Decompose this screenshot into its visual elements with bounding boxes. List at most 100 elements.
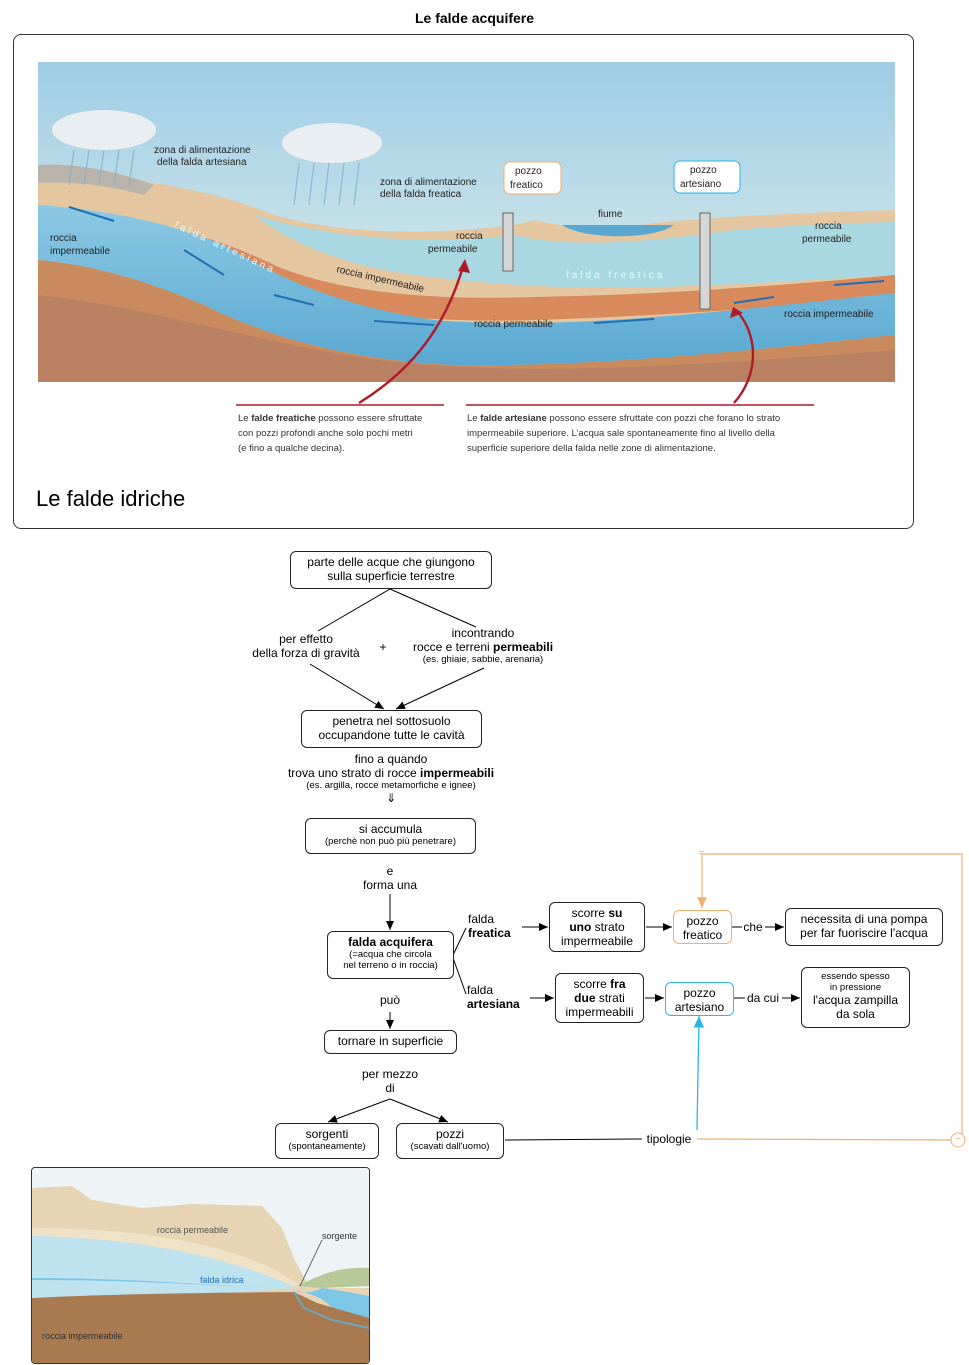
note-right-line2: impermeabile superiore. L’acqua sale spo… bbox=[467, 428, 776, 439]
label-zona-artesiana-2: della falda artesiana bbox=[157, 157, 247, 168]
node-pozzi: pozzi (scavati dall'uomo) bbox=[396, 1123, 504, 1159]
note-right-line1: Le falde artesiane possono essere sfrutt… bbox=[467, 413, 780, 424]
label-falda-artesiana: falda artesiana bbox=[467, 983, 533, 1011]
label-incontrando-example: (es. ghiaie, sabbie, arenaria) bbox=[422, 654, 544, 665]
callout-pozzo-artesiano-1: pozzo bbox=[690, 165, 717, 176]
callout-pozzo-freatico-1: pozzo bbox=[515, 166, 542, 177]
down-arrow-icon: ⇓ bbox=[385, 791, 397, 805]
node-start-line1: parte delle acque che giungono bbox=[307, 555, 475, 569]
label-per-mezzo-1: per mezzo bbox=[361, 1067, 419, 1081]
flow-arrows bbox=[68, 206, 885, 326]
node-scorre-su-line1: scorre su bbox=[571, 906, 623, 920]
red-arrowhead-right bbox=[730, 307, 743, 318]
label-fino-example: (es. argilla, rocce metamorfiche e ignee… bbox=[306, 780, 476, 791]
node-pozzo-freatico: pozzo freatico bbox=[673, 910, 732, 944]
fold-handle-bottom[interactable] bbox=[950, 1132, 966, 1148]
label-per-mezzo: per mezzo di bbox=[352, 1067, 428, 1095]
node-scorre-fra: scorre fra due strati impermeabili bbox=[555, 973, 644, 1023]
node-accumula-sub: (perchè non può più penetrare) bbox=[325, 836, 456, 847]
red-arrowhead-left bbox=[458, 259, 470, 273]
node-pompa-1: necessita di una pompa bbox=[800, 912, 928, 926]
label-plus: + bbox=[379, 640, 387, 654]
node-scorre-su-line2: uno strato bbox=[569, 920, 625, 934]
label-puo: può bbox=[379, 993, 401, 1007]
label-falda-artesiana-2: artesiana bbox=[467, 997, 520, 1011]
node-zampilla: essendo spesso in pressione l'acqua zamp… bbox=[801, 967, 910, 1028]
label-fino: fino a quando trova uno strato di rocce … bbox=[260, 752, 522, 805]
label-falda-freatica-1: falda bbox=[468, 912, 495, 926]
label-tipologie: tipologie bbox=[646, 1132, 692, 1146]
node-start-line2: sulla superficie terrestre bbox=[327, 569, 455, 583]
pozzo-artesiano-shape bbox=[699, 212, 711, 310]
node-scorre-su-line3: impermeabile bbox=[560, 934, 634, 948]
label-da-cui: da cui bbox=[746, 991, 780, 1005]
aquifer-illustration: zona di alimentazione della falda artesi… bbox=[38, 62, 895, 454]
label-incontrando-1: incontrando bbox=[451, 626, 515, 640]
node-sorgenti-sub: (spontaneamente) bbox=[288, 1141, 366, 1152]
node-accumula-title: si accumula bbox=[358, 822, 423, 836]
label-falda-artesiana-1: falda bbox=[467, 983, 494, 997]
node-pozzo-artesiano-1: pozzo bbox=[683, 986, 716, 1000]
cloud-right bbox=[282, 123, 382, 163]
node-penetra-line1: penetra nel sottosuolo bbox=[332, 714, 451, 728]
node-falda-acquifera-sub2: nel terreno o in roccia) bbox=[343, 960, 438, 971]
label-roccia-imp-right: roccia impermeabile bbox=[784, 309, 874, 320]
label-falda-freatica: falda freatica bbox=[566, 270, 665, 281]
node-scorre-fra-line2: due strati bbox=[574, 991, 625, 1005]
node-pompa: necessita di una pompa per far fuoriscir… bbox=[785, 908, 943, 946]
pozzo-freatico-shape bbox=[502, 212, 514, 272]
node-falda-acquifera-title: falda acquifera bbox=[348, 935, 433, 949]
label-roccia-perm-right-1: roccia bbox=[815, 221, 842, 232]
node-zampilla-small2: in pressione bbox=[829, 982, 882, 993]
label-zona-freatica-2: della falda freatica bbox=[380, 189, 462, 200]
label-roccia-impermeabile: roccia impermeabile bbox=[42, 1331, 123, 1341]
label-zona-artesiana-1: zona di alimentazione bbox=[154, 145, 251, 156]
callout-pozzo-freatico bbox=[503, 161, 562, 195]
node-tornare-text: tornare in superficie bbox=[337, 1034, 444, 1048]
label-gravita-2: della forza di gravità bbox=[252, 646, 360, 660]
label-zona-freatica-1: zona di alimentazione bbox=[380, 177, 477, 188]
node-pompa-2: per far fuoriscire l'acqua bbox=[800, 926, 928, 940]
node-sorgenti: sorgenti (spontaneamente) bbox=[275, 1123, 379, 1159]
spring-illustration-svg: roccia permeabile sorgente falda idrica … bbox=[32, 1168, 369, 1363]
label-roccia-permeabile: roccia permeabile bbox=[157, 1225, 228, 1235]
node-penetra: penetra nel sottosuolo occupandone tutte… bbox=[301, 710, 482, 748]
node-tornare: tornare in superficie bbox=[324, 1030, 457, 1054]
node-pozzo-freatico-1: pozzo bbox=[686, 914, 719, 928]
node-zampilla-small1: essendo spesso bbox=[821, 971, 890, 982]
node-pozzo-artesiano-2: artesiano bbox=[674, 1000, 725, 1014]
label-roccia-perm-right-2: permeabile bbox=[802, 234, 852, 245]
label-falda-freatica-2: freatica bbox=[468, 926, 511, 940]
fiume-shape bbox=[562, 225, 674, 237]
label-roccia-perm-mid-1: roccia bbox=[456, 231, 483, 242]
label-forma-una: forma una bbox=[362, 878, 418, 892]
label-roccia-perm-low: roccia permeabile bbox=[474, 319, 553, 330]
green-bank bbox=[297, 1267, 369, 1288]
label-falda-freatica: falda freatica bbox=[468, 912, 528, 940]
falda-artesiana-zone bbox=[38, 205, 895, 366]
node-pozzi-title: pozzi bbox=[435, 1127, 464, 1141]
callout-pozzo-artesiano bbox=[673, 160, 741, 194]
label-incontrando-2: rocce e terreni permeabili bbox=[412, 640, 554, 654]
node-scorre-su: scorre su uno strato impermeabile bbox=[549, 902, 645, 952]
cloud-left bbox=[52, 110, 156, 150]
callout-pozzo-artesiano-2: artesiano bbox=[680, 179, 722, 190]
fold-handle-bottom-icon[interactable]: – bbox=[955, 1133, 961, 1144]
label-sorgente: sorgente bbox=[322, 1231, 357, 1241]
callout-pozzo-freatico-2: freatico bbox=[510, 180, 543, 191]
label-e-forma: e forma una bbox=[350, 864, 430, 892]
note-left-line2: con pozzi profondi anche solo pochi metr… bbox=[238, 428, 413, 439]
label-gravita: per effetto della forza di gravità bbox=[236, 632, 376, 660]
fold-handle-top-icon[interactable]: ≈ bbox=[697, 847, 705, 859]
illustration-panel: zona di alimentazione della falda artesi… bbox=[13, 34, 914, 529]
rain bbox=[68, 149, 360, 206]
node-pozzi-sub: (scavati dall'uomo) bbox=[410, 1141, 490, 1152]
node-falda-acquifera: falda acquifera (=acqua che circola nel … bbox=[327, 931, 454, 979]
note-right-line3: superficie superiore della falda nelle z… bbox=[467, 443, 716, 454]
note-left-line1: Le falde freatiche possono essere sfrutt… bbox=[238, 413, 422, 424]
node-zampilla-1: l'acqua zampilla bbox=[812, 993, 898, 1007]
node-start: parte delle acque che giungono sulla sup… bbox=[290, 551, 492, 589]
impermeable-rock bbox=[32, 1292, 369, 1363]
red-arrow-right bbox=[733, 309, 755, 404]
